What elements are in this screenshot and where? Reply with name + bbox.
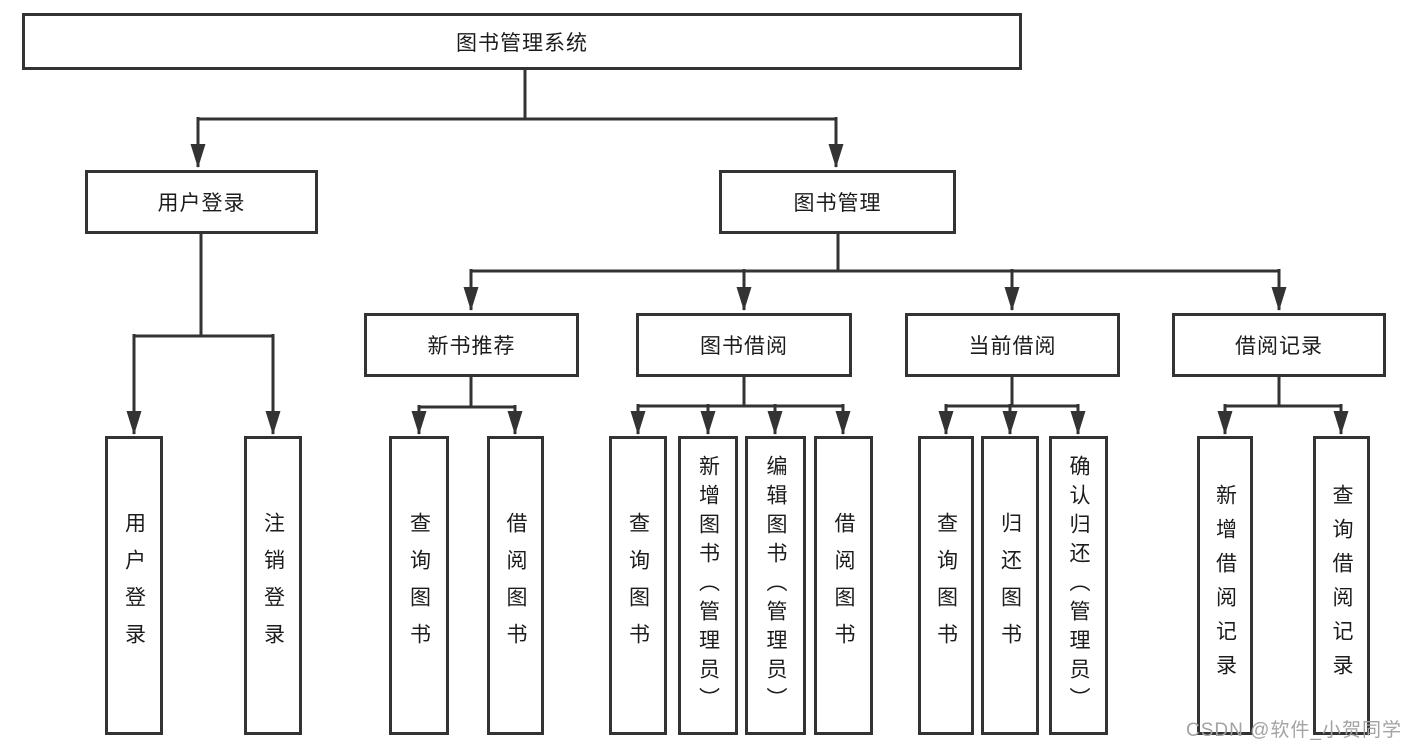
node-br-add-borrow-record: 新增借阅记录 — [1197, 436, 1253, 735]
node-borrowing-records: 借阅记录 — [1172, 313, 1386, 377]
node-book-borrowing: 图书借阅 — [636, 313, 852, 377]
node-user-login-group: 用户登录 — [85, 170, 318, 234]
link-borrow-records-bus — [1225, 377, 1341, 408]
csdn-watermark: CSDN @软件_小贺同学 — [1186, 720, 1402, 741]
node-cb-query-books: 查询图书 — [918, 436, 974, 735]
node-nbr-query-books: 查询图书 — [389, 436, 449, 735]
link-root-bus — [198, 70, 836, 121]
node-bb-add-books-admin: 新增图书（管理员） — [678, 436, 738, 735]
node-current-borrowing: 当前借阅 — [905, 313, 1120, 377]
node-user-login: 用户登录 — [105, 436, 163, 735]
node-bb-borrow-books: 借阅图书 — [814, 436, 873, 735]
node-bb-query-books: 查询图书 — [609, 436, 667, 735]
node-new-book-recommend: 新书推荐 — [364, 313, 579, 377]
link-current-borrow-bus — [946, 377, 1078, 408]
link-book-mgmt-bus — [471, 234, 1279, 273]
node-br-query-borrow-record: 查询借阅记录 — [1313, 436, 1370, 735]
node-cb-confirm-return-admin: 确认归还（管理员） — [1049, 436, 1108, 735]
node-logout: 注销登录 — [244, 436, 302, 735]
link-book-borrow-bus — [638, 377, 843, 408]
node-bb-edit-books-admin: 编辑图书（管理员） — [745, 436, 806, 735]
node-nbr-borrow-books: 借阅图书 — [487, 436, 544, 735]
link-new-book-rec-bus — [419, 377, 515, 409]
node-cb-return-books: 归还图书 — [981, 436, 1039, 735]
node-book-management: 图书管理 — [719, 170, 956, 234]
node-library-management-system: 图书管理系统 — [22, 13, 1022, 70]
link-user-login-bus — [134, 234, 273, 338]
